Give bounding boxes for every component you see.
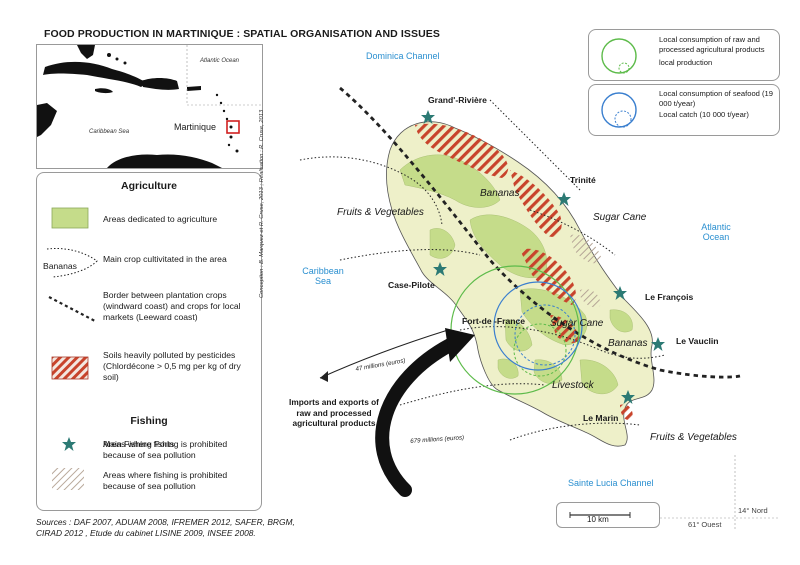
local-catch-circle: [514, 304, 576, 366]
agri-production-text: local production: [659, 58, 713, 67]
agri-consumption-text: Local consumption of raw and processed a…: [659, 35, 765, 54]
port-label-le-francois: Le François: [645, 292, 694, 302]
crop-label-fruits-veg-south: Fruits & Vegetables: [650, 432, 737, 443]
scale-label: 10 km: [587, 515, 609, 524]
plantation-border-line: [339, 86, 741, 379]
martinique-map: [299, 86, 780, 530]
fishing-prohibited-swatch: [52, 468, 84, 490]
legend-fishing-ports-label: Main Fishing Ports: [103, 439, 175, 449]
lon-label: 61° Ouest: [688, 520, 722, 529]
crop-lines: [299, 99, 666, 441]
port-label-grand-riviere: Grand'-Rivière: [428, 95, 487, 105]
agriculture-area-swatch: [51, 207, 89, 229]
sources-line-2: CIRAD 2012 , Etude du cabinet LISINE 200…: [36, 528, 256, 538]
crop-label-livestock: Livestock: [552, 380, 594, 391]
seafood-consumption-legend: Local consumption of seafood (19 000 t/y…: [588, 84, 780, 136]
sources-line-1: Sources : DAF 2007, ADUAM 2008, IFREMER …: [36, 517, 295, 527]
fishing-port-star-icon: [62, 437, 76, 451]
port-star-le-francois: [613, 286, 627, 300]
local-catch-text: Local catch (10 000 t/year): [659, 110, 749, 119]
port-star-case-pilote: [433, 262, 447, 276]
port-label-case-pilote: Case-Pilote: [388, 280, 435, 290]
port-label-fort-de-france: Fort-de -France: [462, 316, 526, 326]
legend-border-text: Border between plantation crops (windwar…: [103, 290, 241, 322]
seafood-consumption-text: Local consumption of seafood (19 000 t/y…: [659, 89, 773, 108]
scale-box: [556, 502, 660, 528]
import-arrow: [375, 338, 457, 497]
crop-label-sugar-cane-east: Sugar Cane: [593, 212, 647, 223]
export-arrowhead: [320, 371, 328, 382]
agri-consumption-legend: Local consumption of raw and processed a…: [588, 29, 780, 81]
legend-fishing-ports: Areas where fishing is prohibited becaus…: [103, 439, 228, 460]
legend-panel: Agriculture Areas dedicated to agricultu…: [36, 172, 262, 511]
credit-text: Conception : B. Marquez et R. Cruse, 201…: [259, 109, 265, 298]
export-arrow: [319, 329, 449, 379]
lat-label: 14° Nord: [738, 506, 768, 515]
inset-caribbean-label: Caribbean Sea: [89, 129, 130, 135]
legend-main-crop: Main crop cultivitated in the area: [103, 254, 227, 264]
sainte-lucia-channel-label: Sainte Lucia Channel: [568, 478, 654, 488]
martinique-highlight-box: [226, 120, 240, 134]
polluted-soils: [415, 123, 633, 421]
port-star-le-vauclin: [651, 337, 665, 351]
port-label-le-vauclin: Le Vauclin: [676, 336, 719, 346]
legend-crop-sample: Bananas: [43, 261, 77, 271]
agri-production-circle: [513, 323, 567, 377]
inset-map-drawing: [37, 45, 262, 168]
dominica-channel-label: Dominica Channel: [366, 51, 440, 61]
legend-areas-agriculture: Areas dedicated to agriculture: [103, 214, 218, 224]
port-label-trinite: Trinité: [570, 175, 596, 185]
inset-map: Atlantic Ocean Caribbean Sea Martinique: [36, 44, 263, 169]
trade-label: Imports and exports of raw and processed…: [289, 397, 379, 428]
inset-atlantic-label: Atlantic Ocean: [200, 58, 240, 64]
legend-fishing-title: Fishing: [130, 415, 168, 427]
crop-label-fruits-veg-west: Fruits & Vegetables: [337, 207, 424, 218]
legend-fishing-prohibited: Areas where fishing is prohibited becaus…: [103, 470, 228, 491]
border-line-swatch: [48, 296, 96, 322]
legend-agriculture-title: Agriculture: [120, 180, 177, 192]
seafood-consumption-circles: [601, 92, 637, 128]
agri-consumption-circles: [601, 38, 637, 74]
cuba-shape: [43, 61, 147, 87]
fishing-prohibited-areas: [570, 234, 602, 308]
port-star-grand-riviere: [421, 110, 435, 124]
port-label-le-marin: Le Marin: [583, 413, 619, 423]
crop-line-swatch: [46, 248, 98, 278]
seafood-consumption-circle: [493, 281, 583, 371]
sources: Sources : DAF 2007, ADUAM 2008, IFREMER …: [36, 517, 295, 539]
polluted-soil-swatch: [51, 356, 89, 380]
inset-martinique-label: Martinique: [174, 122, 217, 132]
crop-label-sugar-cane-center: Sugar Cane: [550, 318, 604, 329]
port-star-le-marin: [621, 390, 635, 404]
map-title: FOOD PRODUCTION IN MARTINIQUE : SPATIAL …: [44, 28, 440, 40]
port-stars: [421, 110, 665, 404]
atlantic-ocean-label: Atlantic Ocean: [701, 222, 731, 242]
port-star-trinite: [557, 192, 571, 206]
crop-label-bananas-south: Bananas: [608, 338, 648, 349]
crop-label-bananas-north: Bananas: [480, 188, 520, 199]
legend-polluted-text: Soils heavily polluted by pesticides (Ch…: [103, 350, 241, 382]
caribbean-sea-label: Caribbean Sea: [302, 266, 344, 286]
import-arrowhead: [445, 328, 475, 362]
